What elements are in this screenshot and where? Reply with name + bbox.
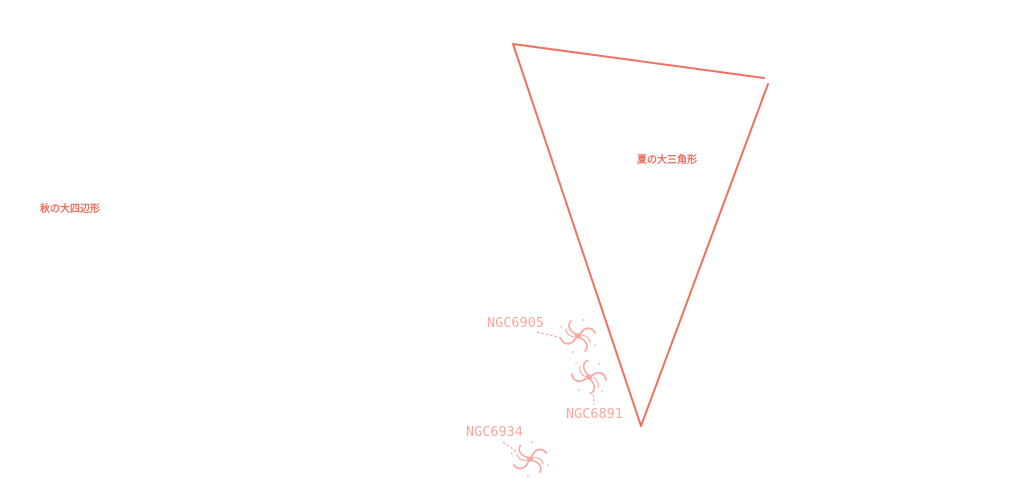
triangle-edge-right (640, 83, 769, 427)
summer-triangle (512, 43, 769, 427)
triangle-edge-left (512, 43, 642, 427)
galaxy-label: NGC6934 (466, 424, 523, 440)
galaxy-ngc6934[interactable]: NGC6934 (466, 424, 552, 480)
autumn-square-label: 秋の大四辺形 (40, 202, 100, 215)
galaxy-ngc6905[interactable]: NGC6905 (487, 315, 597, 354)
spiral-galaxy-icon (559, 318, 597, 354)
spiral-galaxy-icon (508, 438, 552, 480)
spiral-galaxy-icon (565, 354, 613, 400)
leader-line (502, 441, 518, 453)
triangle-edge-top (512, 43, 765, 79)
galaxy-label: NGC6891 (566, 406, 623, 422)
galaxy-ngc6891[interactable]: NGC6891 (565, 354, 623, 422)
leader-line (592, 389, 595, 406)
leader-line (536, 331, 563, 339)
galaxy-label: NGC6905 (487, 315, 544, 331)
summer-triangle-label: 夏の大三角形 (636, 153, 697, 166)
